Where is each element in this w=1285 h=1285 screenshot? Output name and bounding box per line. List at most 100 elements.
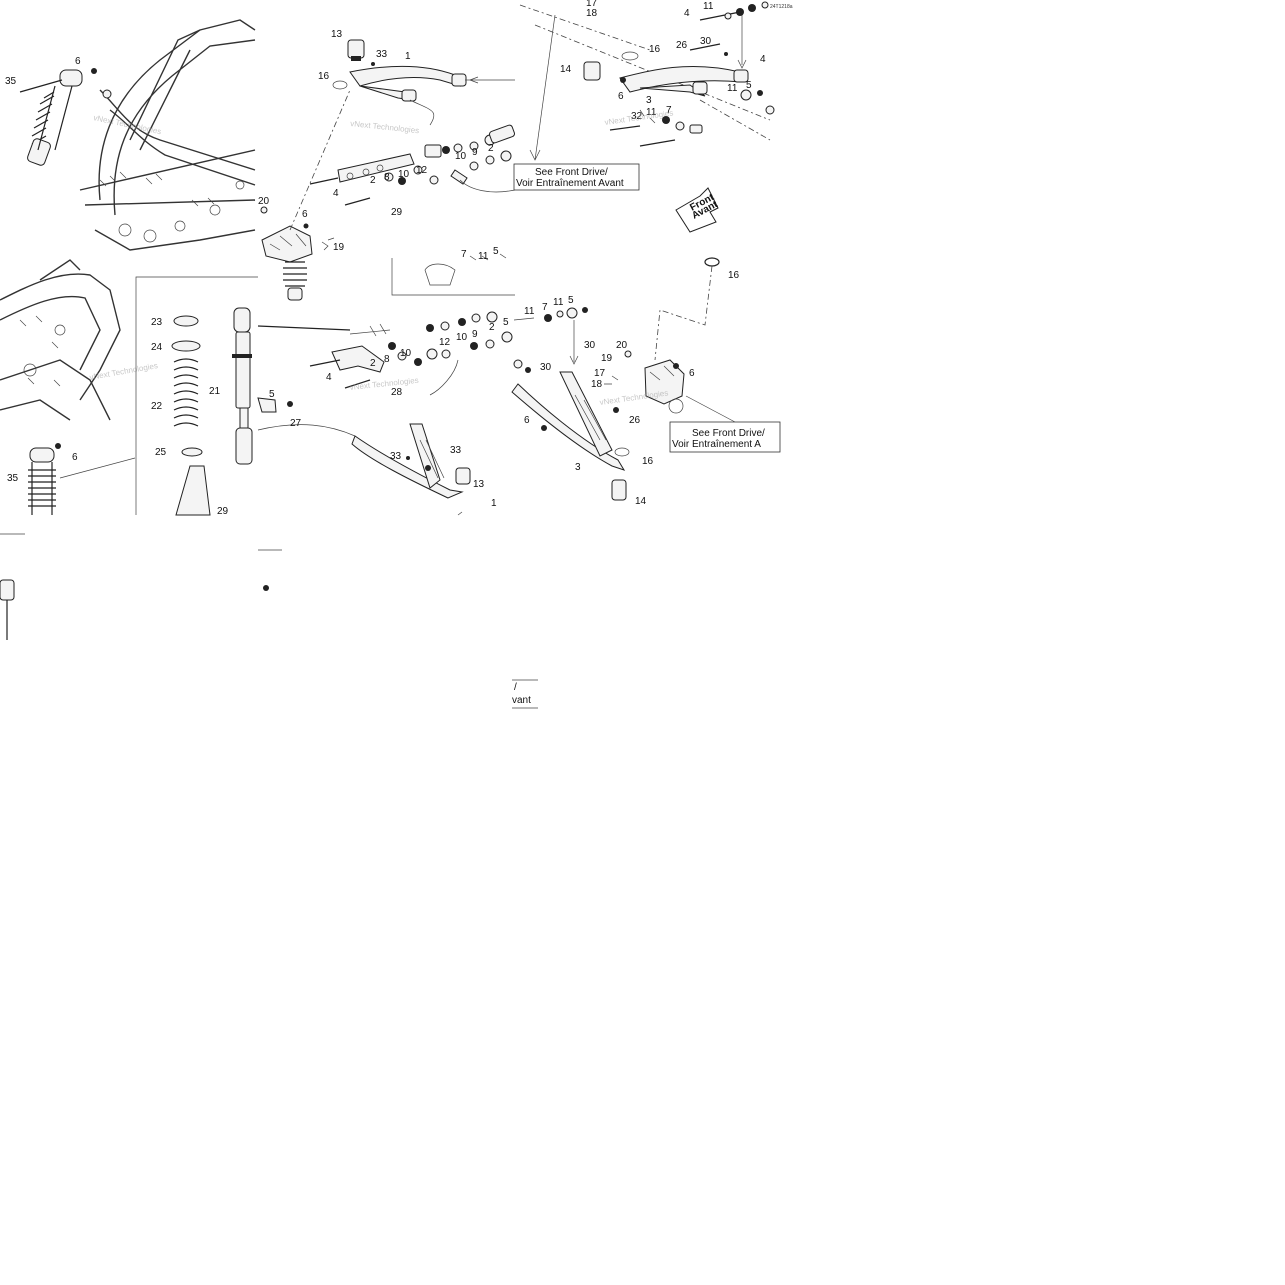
front-direction-arrow: Front Avant <box>675 187 720 233</box>
callout-24: 24 <box>151 342 163 353</box>
bushing-stack-a <box>309 124 516 206</box>
callout-12: 12 <box>439 337 451 348</box>
callout-14: 14 <box>560 64 572 75</box>
callout-29: 29 <box>391 207 403 218</box>
note-front-drive-cut: / vant <box>512 679 538 709</box>
callout-29: 29 <box>217 506 229 517</box>
callout-16: 16 <box>318 71 330 82</box>
svg-text:Voir Entraînement Avant: Voir Entraînement Avant <box>516 178 624 189</box>
shock-exploded-view: 23 24 22 21 25 29 5 27 <box>135 276 356 591</box>
callout-10: 10 <box>456 332 468 343</box>
callout-26: 26 <box>629 415 641 426</box>
upper-arm-view: 13 33 1 16 12 10 9 2 8 2 10 4 29 20 6 19… <box>258 29 516 301</box>
callout-9: 9 <box>472 147 478 158</box>
callout-5: 5 <box>746 80 752 91</box>
ball-joint-c <box>611 479 627 501</box>
svg-text:See Front Drive/: See Front Drive/ <box>535 167 608 178</box>
frame-shock-view: 35 6 vNext Technologies <box>5 19 256 251</box>
callout-4: 4 <box>333 188 339 199</box>
shock-absorber-a <box>19 69 83 166</box>
callout-11: 11 <box>727 83 738 94</box>
callout-16: 16 <box>728 270 740 281</box>
callout-2: 2 <box>488 143 494 154</box>
knuckle-arm-view: 11 7 11 5 30 30 20 19 17 18 6 6 26 16 3 … <box>511 295 736 507</box>
callout-6: 6 <box>524 415 530 426</box>
svg-text:Voir Entraînement A: Voir Entraînement A <box>672 439 761 450</box>
lower-arm-view-top: 17 18 4 11 24T1218a 16 14 26 30 4 6 3 11… <box>519 0 793 161</box>
ball-joint-b <box>583 61 601 81</box>
callout-8: 8 <box>384 172 390 183</box>
callout-16: 16 <box>649 44 661 55</box>
callout-22: 22 <box>151 401 163 412</box>
callout-19: 19 <box>601 353 613 364</box>
callout-2: 2 <box>370 175 376 186</box>
svg-text:/: / <box>514 682 517 693</box>
callout-6: 6 <box>75 56 81 67</box>
callout-18: 18 <box>591 379 603 390</box>
callout-6: 6 <box>302 209 308 220</box>
callout-14: 14 <box>635 496 647 507</box>
lower-a-arm-mid <box>351 435 464 499</box>
callout-26: 26 <box>676 40 688 51</box>
callout-10: 10 <box>398 169 410 180</box>
callout-11: 11 <box>646 107 657 118</box>
callout-11: 11 <box>524 306 535 317</box>
callout-30: 30 <box>540 362 552 373</box>
callout-33: 33 <box>376 49 388 60</box>
svg-text:vant: vant <box>512 695 531 706</box>
callout-6: 6 <box>72 452 78 463</box>
frame-shock-view-lower: 6 35 vNext Technologies <box>0 259 159 640</box>
callout-12: 12 <box>416 165 428 176</box>
seal-ring: 16 <box>654 257 740 361</box>
callout-9: 9 <box>472 329 478 340</box>
note-front-drive-top: See Front Drive/ Voir Entraînement Avant <box>513 163 640 191</box>
callout-35: 35 <box>7 473 19 484</box>
callout-6: 6 <box>689 368 695 379</box>
callout-17: 17 <box>586 0 598 9</box>
lower-arm-view-mid: 12 10 9 2 5 8 2 10 4 28 33 33 13 1 vNext… <box>309 311 513 516</box>
callout-25: 25 <box>155 447 167 458</box>
callout-6: 6 <box>618 91 624 102</box>
callout-3: 3 <box>575 462 581 473</box>
callout-5: 5 <box>269 389 275 400</box>
steering-knuckle <box>644 359 685 405</box>
callout-13: 13 <box>331 29 343 40</box>
diagram-code: 24T1218a <box>770 4 793 10</box>
watermark: vNext Technologies <box>89 361 159 382</box>
callout-4: 4 <box>684 8 690 19</box>
callout-30: 30 <box>584 340 596 351</box>
callout-7: 7 <box>461 249 467 260</box>
callout-32: 32 <box>631 111 643 122</box>
callout-10: 10 <box>455 151 467 162</box>
callout-8: 8 <box>384 354 390 365</box>
callout-5: 5 <box>503 317 509 328</box>
watermark: vNext Technologies <box>350 119 420 135</box>
shock-absorber-b <box>233 307 251 333</box>
callout-2: 2 <box>370 358 376 369</box>
watermark: vNext Technologies <box>349 376 419 392</box>
callout-11: 11 <box>478 251 489 262</box>
callout-21: 21 <box>209 386 221 397</box>
callout-23: 23 <box>151 317 163 328</box>
callout-2: 2 <box>489 322 495 333</box>
svg-text:See Front Drive/: See Front Drive/ <box>692 428 765 439</box>
callout-20: 20 <box>258 196 270 207</box>
callout-10: 10 <box>400 348 412 359</box>
callout-20: 20 <box>616 340 628 351</box>
callout-5: 5 <box>568 295 574 306</box>
callout-7: 7 <box>542 302 548 313</box>
callout-27: 27 <box>290 418 302 429</box>
callout-5: 5 <box>493 246 499 257</box>
callout-1: 1 <box>491 498 497 509</box>
callout-35: 35 <box>5 76 17 87</box>
callout-17: 17 <box>594 368 606 379</box>
upper-a-arm <box>349 65 461 87</box>
callout-33: 33 <box>450 445 462 456</box>
callout-28: 28 <box>391 387 403 398</box>
callout-13: 13 <box>473 479 485 490</box>
watermark: vNext Technologies <box>599 388 669 407</box>
callout-16: 16 <box>642 456 654 467</box>
ball-joint-a <box>347 39 365 59</box>
callout-4: 4 <box>326 372 332 383</box>
